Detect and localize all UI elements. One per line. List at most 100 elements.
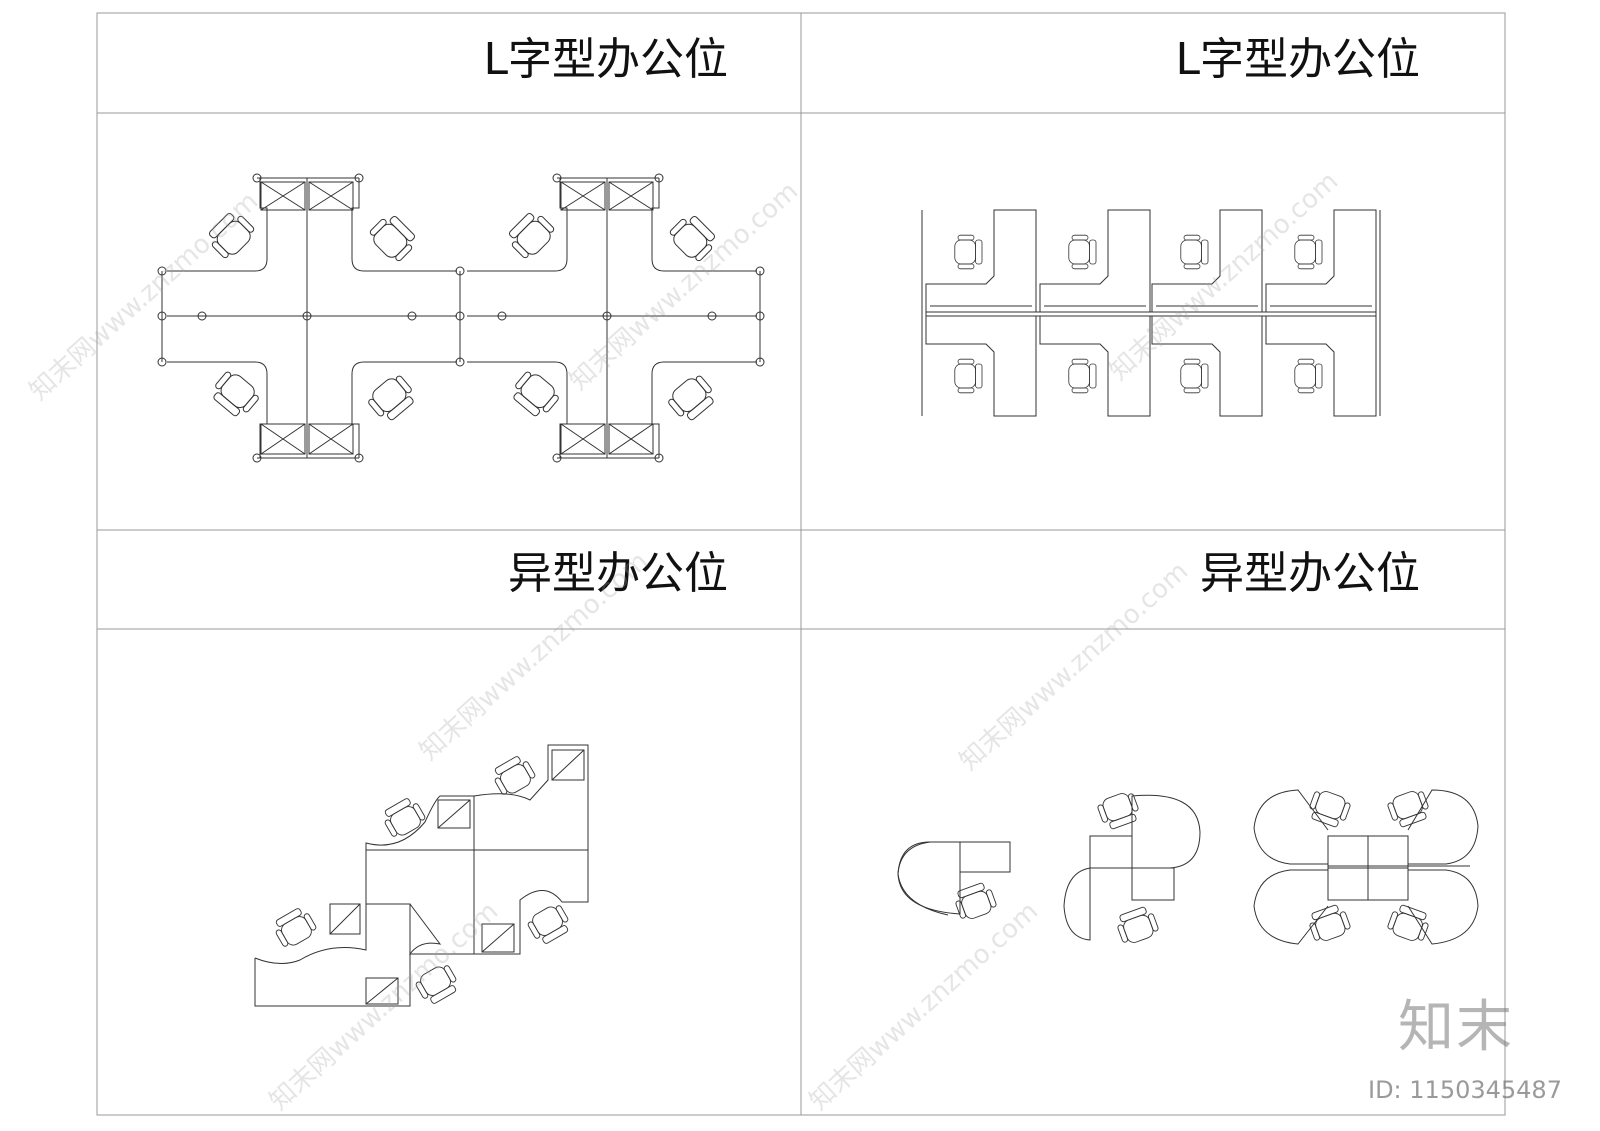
chair-seat [281, 916, 312, 946]
chair-seat [1294, 363, 1317, 389]
chair-arm [537, 215, 555, 233]
partition-post [455, 357, 465, 367]
center-partition [925, 311, 1377, 317]
document-id: ID: 1150345487 [1368, 1076, 1562, 1104]
partition-post [157, 357, 167, 367]
l-shape-workstation-rows-right [921, 209, 1381, 417]
partition-post [552, 173, 562, 183]
desk-outline [1151, 209, 1263, 312]
monitor-outline [437, 799, 471, 829]
partition-post [252, 453, 262, 463]
chair-arm [242, 394, 259, 413]
monitor-box [437, 799, 471, 829]
partition-post [455, 311, 465, 321]
chair-arm [1183, 263, 1201, 270]
cabinet-outline [260, 181, 306, 211]
chair-arm [1071, 263, 1089, 270]
partition-post [654, 453, 664, 463]
chair-back [1315, 239, 1323, 265]
desk-curve [1063, 867, 1091, 941]
desk-curve [1131, 794, 1201, 869]
chair-arm [515, 371, 532, 390]
chair-arm [1097, 804, 1109, 823]
partition-post [302, 311, 312, 321]
chair-arm [494, 777, 508, 795]
chair-arm [368, 398, 385, 417]
chair-arm [237, 215, 255, 233]
chair-seat [500, 764, 531, 794]
chair-arm [555, 905, 569, 923]
chair-seat [961, 890, 992, 919]
chair-seat [954, 363, 977, 389]
storage-cabinet [608, 423, 654, 455]
chair-seat [672, 378, 707, 413]
chair-arm [443, 965, 457, 983]
chair-arm [215, 371, 232, 390]
chair-arm [1071, 387, 1089, 394]
chair-seat [1102, 793, 1133, 822]
desk-outline [474, 849, 589, 955]
chair-back [1201, 363, 1209, 389]
storage-cabinet [560, 181, 606, 211]
office-chair [1309, 791, 1351, 828]
office-chair [208, 212, 255, 259]
chair-arm [1183, 234, 1201, 241]
desk-outline [351, 178, 457, 272]
desk-outline [1151, 316, 1263, 417]
chair-arm [1309, 922, 1321, 941]
chair-arm [957, 263, 975, 270]
chair-arm [669, 218, 687, 236]
chair-arm [1297, 358, 1315, 365]
panel-title-special-1: 异型办公位 [508, 548, 728, 599]
chair-back [430, 985, 457, 1004]
office-chair [508, 212, 555, 259]
chair-arm [985, 889, 997, 908]
chair-arm [1297, 387, 1315, 394]
storage-cabinet [260, 423, 306, 455]
monitor-outline [329, 903, 361, 935]
office-chair [1309, 904, 1351, 941]
cabinet-outline [608, 423, 654, 455]
office-chair [1068, 234, 1097, 270]
cabinet-cross [308, 423, 354, 455]
chair-arm [1387, 802, 1399, 821]
cabinet-cross [560, 181, 606, 211]
chair-seat [532, 906, 563, 936]
chair-back [386, 396, 414, 421]
office-chair [415, 965, 457, 1004]
chair-arm [1339, 911, 1351, 930]
special-workstation-staggered [254, 744, 589, 1007]
desk-curve [1253, 869, 1329, 945]
sheet-grid [96, 12, 1506, 1116]
partition-post [755, 311, 765, 321]
chair-seat [1294, 239, 1317, 265]
monitor-box [551, 749, 585, 781]
chair-arm [1183, 387, 1201, 394]
chair-back [1109, 813, 1137, 830]
office-chair [954, 358, 983, 394]
chair-arm [522, 761, 536, 779]
monitor-box [481, 923, 515, 953]
desk-outline [365, 849, 475, 955]
chair-back [1311, 811, 1339, 828]
chair-back [213, 392, 241, 417]
chair-back [542, 925, 569, 944]
chair-back [389, 215, 416, 242]
storage-cabinet [308, 423, 354, 455]
desk-block [1327, 867, 1369, 901]
monitor-outline [481, 923, 515, 953]
office-chair [494, 756, 536, 795]
chair-arm [395, 375, 412, 394]
desk-outline [1039, 209, 1151, 312]
chair-back [1089, 239, 1097, 265]
chair-back [689, 215, 716, 242]
chair-back [1201, 239, 1209, 265]
partition-post [354, 173, 364, 183]
desk-curve [1407, 869, 1479, 945]
desk-outline [467, 361, 568, 458]
chair-arm [275, 929, 289, 947]
office-chair [384, 798, 426, 837]
chair-arm [412, 803, 426, 821]
office-chair [668, 375, 714, 421]
